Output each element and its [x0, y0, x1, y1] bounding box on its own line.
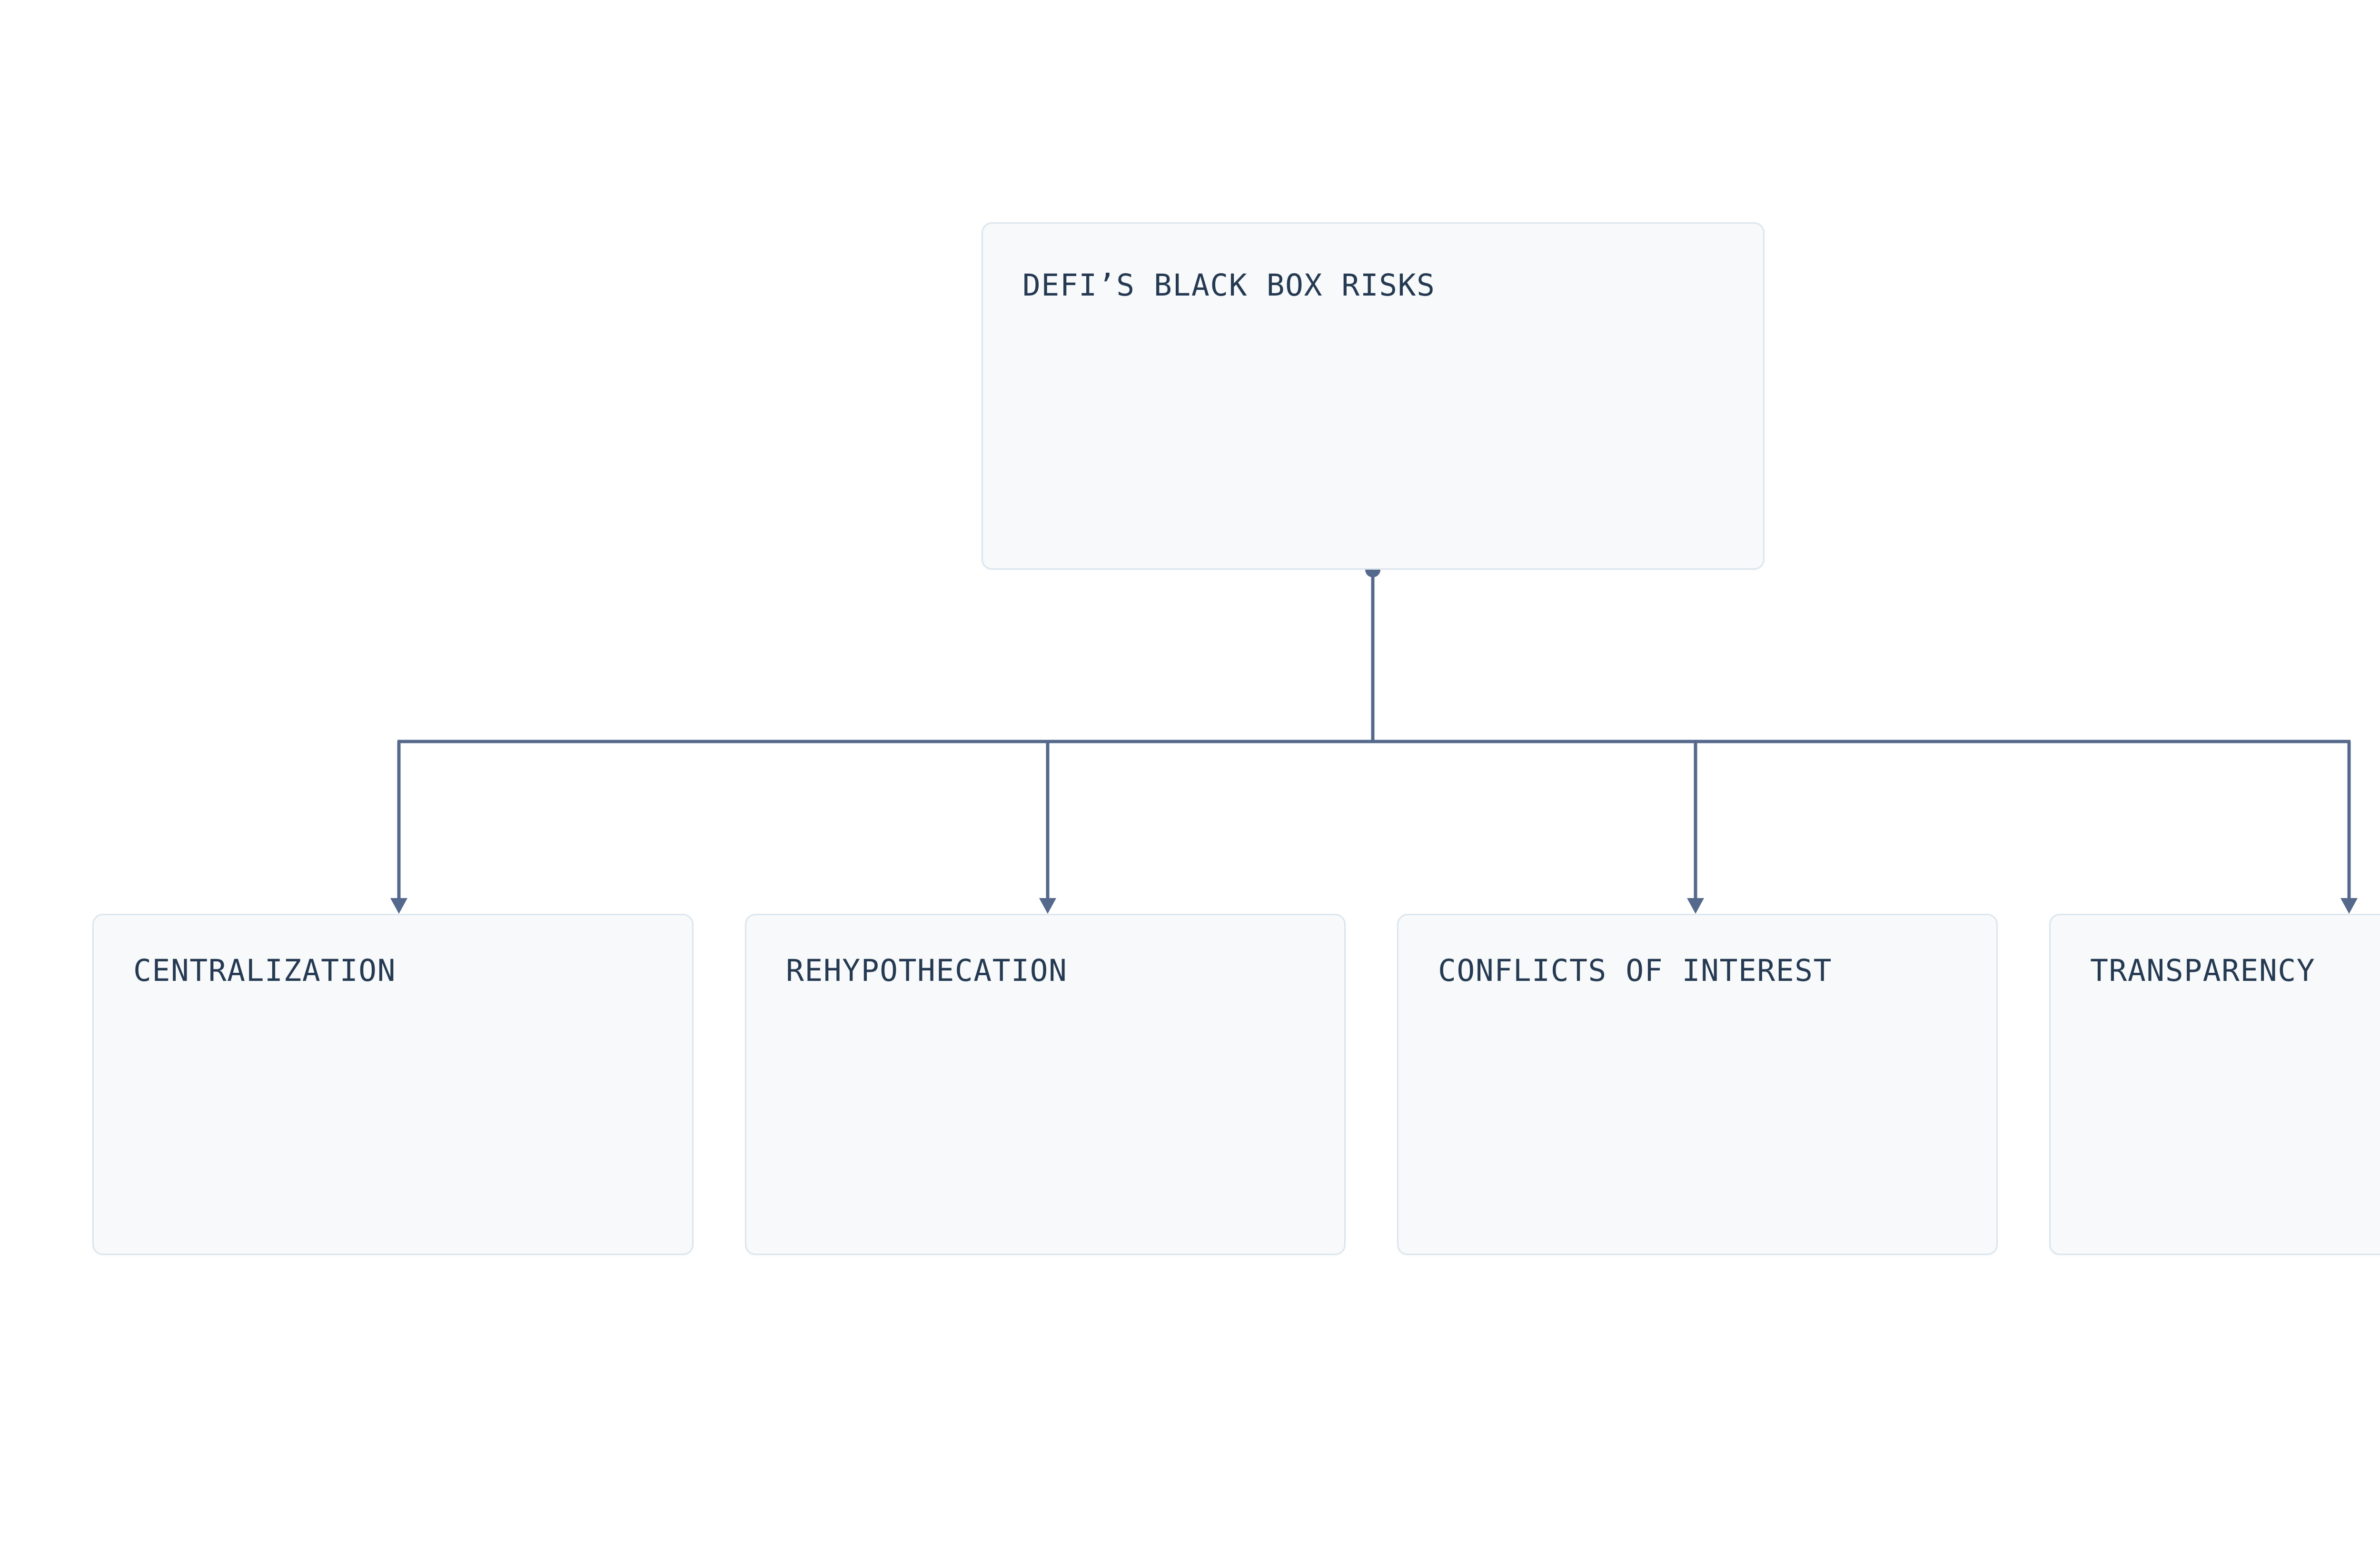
arrowhead-conflicts-of-interest	[1687, 898, 1704, 914]
arrowhead-centralization	[390, 898, 407, 914]
node-child-centralization[interactable]: CENTRALIZATION	[92, 914, 694, 1255]
arrowhead-transparency	[2340, 898, 2358, 914]
node-child-centralization-label: CENTRALIZATION	[133, 953, 397, 988]
node-root-label: DEFI’S BLACK BOX RISKS	[1022, 268, 1436, 303]
node-child-rehypothecation[interactable]: REHYPOTHECATION	[745, 914, 1346, 1255]
node-child-conflicts-of-interest-label: CONFLICTS OF INTEREST	[1438, 953, 1833, 988]
node-child-transparency[interactable]: TRANSPARENCY	[2049, 914, 2380, 1255]
node-child-transparency-label: TRANSPARENCY	[2090, 953, 2316, 988]
node-root-defis-black-box-risks[interactable]: DEFI’S BLACK BOX RISKS	[982, 222, 1765, 570]
node-child-rehypothecation-label: REHYPOTHECATION	[786, 953, 1068, 988]
node-child-conflicts-of-interest[interactable]: CONFLICTS OF INTEREST	[1397, 914, 1998, 1255]
arrowhead-rehypothecation	[1039, 898, 1056, 914]
